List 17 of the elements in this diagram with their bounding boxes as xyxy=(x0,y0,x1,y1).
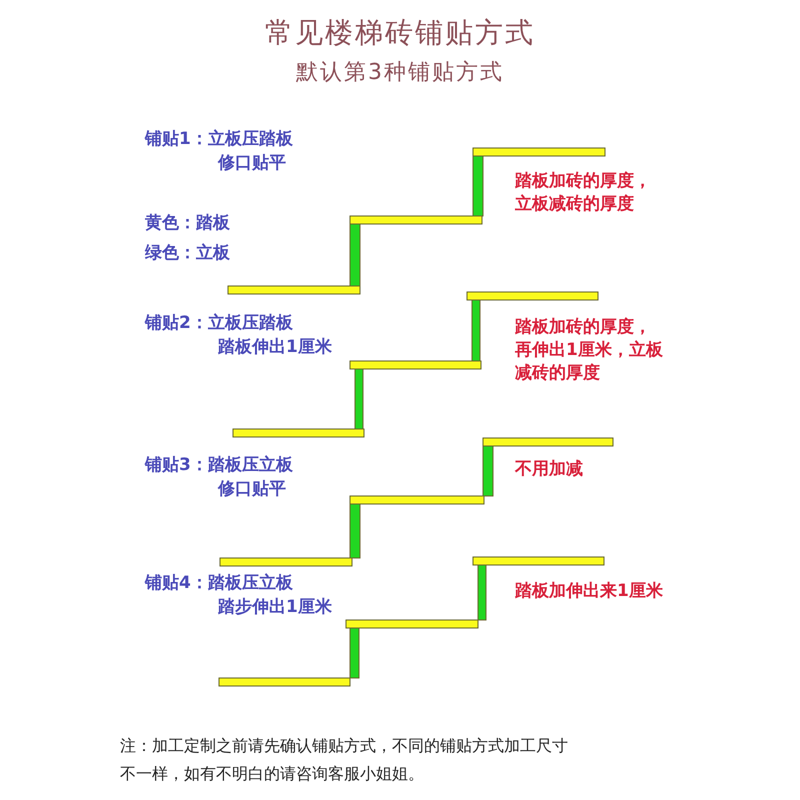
subtitle: 默认第3种铺贴方式 xyxy=(295,59,505,87)
method-note: 踏步伸出1厘米 xyxy=(218,596,332,619)
note-text: 注：加工定制之前请先确认铺贴方式，不同的铺贴方式加工尺寸不一样，如有不明白的请咨询客服小姐姐。 xyxy=(120,735,569,785)
method-label: 铺贴1：立板压踏板 xyxy=(145,128,293,151)
method-note: 修口贴平 xyxy=(218,152,286,175)
adjustment-note: 踏板加砖的厚度，再伸出1厘米，立板减砖的厚度 xyxy=(515,316,663,385)
color-key-label: 绿色：立板 xyxy=(145,242,230,265)
adjustment-note: 踏板加伸出来1厘米 xyxy=(515,580,664,603)
method-label: 铺贴4：踏板压立板 xyxy=(145,572,293,595)
method-note: 踏板伸出1厘米 xyxy=(218,336,332,359)
method-note: 修口贴平 xyxy=(218,478,286,501)
method-label: 铺贴2：立板压踏板 xyxy=(145,312,293,335)
title: 常见楼梯砖铺贴方式 xyxy=(264,15,536,51)
adjustment-note: 踏板加砖的厚度，立板减砖的厚度 xyxy=(515,170,652,216)
color-key-label: 黄色：踏板 xyxy=(145,212,230,235)
method-label: 铺贴3：踏板压立板 xyxy=(145,454,293,477)
adjustment-note: 不用加减 xyxy=(515,458,584,481)
